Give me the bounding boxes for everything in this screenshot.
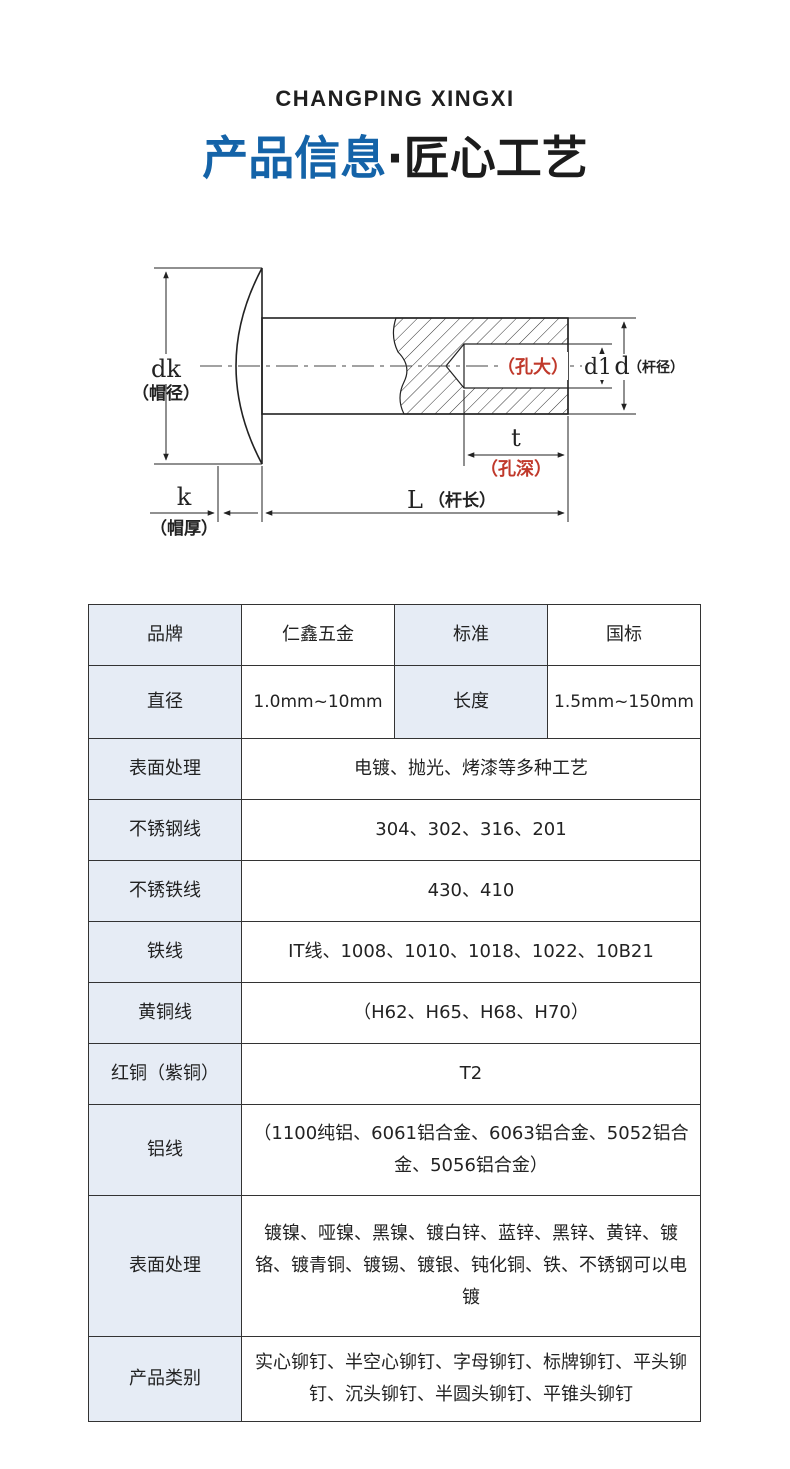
L-label: L (407, 486, 423, 514)
label-cell: 铁线 (88, 921, 242, 983)
title-craftsmanship: 匠心工艺 (403, 131, 588, 185)
k-label: k (177, 483, 192, 511)
dk-label: dk (151, 355, 181, 383)
page-title: 产品信息·匠心工艺 (0, 128, 790, 188)
label-cell: 表面处理 (88, 738, 242, 800)
table-row: 红铜（紫铜） T2 (88, 1043, 701, 1105)
spec-table: 品牌 仁鑫五金 标准 国标 直径 1.0mm~10mm 长度 1.5mm~150… (88, 604, 701, 1422)
value-cell: 仁鑫五金 (241, 604, 395, 666)
label-cell: 红铜（紫铜） (88, 1043, 242, 1105)
title-dot: · (386, 131, 404, 185)
label-cell: 不锈钢线 (88, 799, 242, 861)
d1-label: d1 (584, 355, 612, 380)
label-cell: 长度 (394, 665, 548, 739)
value-cell: IT线、1008、1010、1018、1022、10B21 (241, 921, 701, 983)
label-cell: 不锈铁线 (88, 860, 242, 922)
k-L-dimension (150, 466, 569, 522)
table-row: 不锈钢线 304、302、316、201 (88, 799, 701, 861)
value-cell: T2 (241, 1043, 701, 1105)
brand-subtitle: CHANGPING XINGXI (275, 86, 515, 111)
value-cell: （H62、H65、H68、H70） (241, 982, 701, 1044)
L-caption: （杆长） (428, 490, 496, 511)
value-cell: 1.5mm~150mm (547, 665, 701, 739)
label-cell: 铝线 (88, 1104, 242, 1196)
table-row: 直径 1.0mm~10mm 长度 1.5mm~150mm (88, 665, 701, 739)
dk-caption: （帽径） (132, 383, 200, 404)
value-cell: 430、410 (241, 860, 701, 922)
table-row: 表面处理 电镀、抛光、烤漆等多种工艺 (88, 738, 701, 800)
t-caption: （孔深） (480, 458, 552, 480)
k-caption: （帽厚） (150, 518, 218, 539)
value-cell: 1.0mm~10mm (241, 665, 395, 739)
value-cell: 镀镍、哑镍、黑镍、镀白锌、蓝锌、黑锌、黄锌、镀铬、镀青铜、镀锡、镀银、钝化铜、铁… (241, 1195, 701, 1337)
label-cell: 品牌 (88, 604, 242, 666)
value-cell: 实心铆钉、半空心铆钉、字母铆钉、标牌铆钉、平头铆钉、沉头铆钉、半圆头铆钉、平锥头… (241, 1336, 701, 1422)
label-cell: 产品类别 (88, 1336, 242, 1422)
table-row: 表面处理 镀镍、哑镍、黑镍、镀白锌、蓝锌、黑锌、黄锌、镀铬、镀青铜、镀锡、镀银、… (88, 1195, 701, 1337)
rivet-dimension-diagram: dk （帽径） （孔大） d1 d （杆径） t （孔深） k （帽厚） L （… (132, 267, 684, 539)
table-row: 铝线 （1100纯铝、6061铝合金、6063铝合金、5052铝合金、5056铝… (88, 1104, 701, 1196)
table-row: 产品类别 实心铆钉、半空心铆钉、字母铆钉、标牌铆钉、平头铆钉、沉头铆钉、半圆头铆… (88, 1336, 701, 1422)
d-label: d (614, 352, 629, 380)
value-cell: 304、302、316、201 (241, 799, 701, 861)
table-row: 铁线 IT线、1008、1010、1018、1022、10B21 (88, 921, 701, 983)
table-row: 黄铜线 （H62、H65、H68、H70） (88, 982, 701, 1044)
hole-size-caption: （孔大） (497, 356, 569, 378)
table-row: 品牌 仁鑫五金 标准 国标 (88, 604, 701, 666)
value-cell: （1100纯铝、6061铝合金、6063铝合金、5052铝合金、5056铝合金） (241, 1104, 701, 1196)
t-dimension (463, 390, 569, 466)
label-cell: 标准 (394, 604, 548, 666)
label-cell: 直径 (88, 665, 242, 739)
title-product-info: 产品信息 (202, 131, 387, 185)
value-cell: 国标 (547, 604, 701, 666)
label-cell: 黄铜线 (88, 982, 242, 1044)
table-row: 不锈铁线 430、410 (88, 860, 701, 922)
d-caption: （杆径） (628, 359, 684, 376)
label-cell: 表面处理 (88, 1195, 242, 1337)
t-label: t (511, 424, 521, 452)
value-cell: 电镀、抛光、烤漆等多种工艺 (241, 738, 701, 800)
